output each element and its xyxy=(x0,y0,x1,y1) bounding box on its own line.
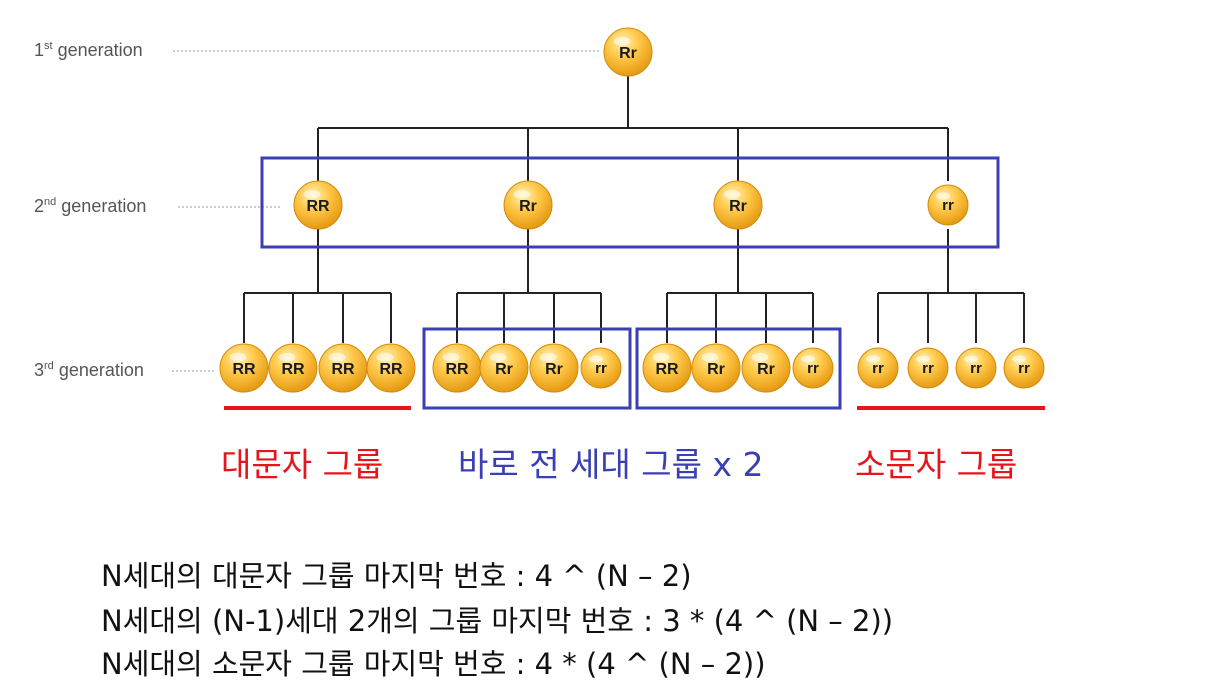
genotype-label: Rr xyxy=(519,198,537,215)
previous-group-box-2 xyxy=(635,327,842,410)
third-node-3-1: RR xyxy=(642,343,692,393)
second-generation-box xyxy=(260,156,1000,249)
genotype-label: rr xyxy=(922,360,934,377)
previous-generation-group-caption: 바로 전 세대 그룹 x 2 xyxy=(458,445,764,484)
genotype-label: RR xyxy=(445,361,469,378)
genotype-label: rr xyxy=(595,360,607,377)
genotype-label: rr xyxy=(1018,360,1030,377)
third-node-4-2: rr xyxy=(907,347,949,389)
ball-highlight xyxy=(801,355,815,363)
genotype-label: Rr xyxy=(545,361,563,378)
ball-highlight xyxy=(489,352,507,362)
ball-highlight xyxy=(1012,355,1026,363)
ball-highlight xyxy=(539,352,557,362)
third-node-4-3: rr xyxy=(955,347,997,389)
third-node-2-3: Rr xyxy=(529,343,579,393)
genotype-label: RR xyxy=(306,198,330,215)
genotype-label: rr xyxy=(807,360,819,377)
ball-highlight xyxy=(229,352,247,362)
second-node-1: RR xyxy=(293,180,343,230)
third-node-2-1: RR xyxy=(432,343,482,393)
ball-highlight xyxy=(589,355,603,363)
ball-highlight xyxy=(701,352,719,362)
uppercase-group-caption: 대문자 그룹 xyxy=(221,445,384,484)
genotype-label: rr xyxy=(872,360,884,377)
ball-highlight xyxy=(936,192,950,200)
third-node-1-1: RR xyxy=(219,343,269,393)
second-node-3: Rr xyxy=(713,180,763,230)
ball-highlight xyxy=(442,352,460,362)
third-node-1-2: RR xyxy=(268,343,318,393)
ball-highlight xyxy=(866,355,880,363)
formula-uppercase: N세대의 대문자 그룹 마지막 번호 : 4 ^ (N – 2) xyxy=(101,559,692,593)
third-node-3-2: Rr xyxy=(691,343,741,393)
lowercase-group-caption: 소문자 그룹 xyxy=(855,445,1018,484)
generation-label-3: 3rd generation xyxy=(34,360,144,380)
ball-highlight xyxy=(723,189,741,199)
generation-label-2: 2nd generation xyxy=(34,196,147,216)
genotype-label: rr xyxy=(970,360,982,377)
ball-highlight xyxy=(513,189,531,199)
genotype-label: Rr xyxy=(729,198,747,215)
formula-previous: N세대의 (N-1)세대 2개의 그룹 마지막 번호 : 3 * (4 ^ (N… xyxy=(101,604,894,638)
ball-highlight xyxy=(278,352,296,362)
ball-highlight xyxy=(964,355,978,363)
root-node: Rr xyxy=(603,27,653,77)
genotype-label: RR xyxy=(281,361,305,378)
genotype-label: rr xyxy=(942,197,954,214)
ball-highlight xyxy=(751,352,769,362)
genotype-label: Rr xyxy=(757,361,775,378)
generation-label-1: 1st generation xyxy=(34,40,143,60)
ball-highlight xyxy=(303,189,321,199)
ball-highlight xyxy=(652,352,670,362)
second-node-4: rr xyxy=(927,184,969,226)
tree-connectors xyxy=(172,50,1025,372)
third-node-3-3: Rr xyxy=(741,343,791,393)
genotype-label: RR xyxy=(232,361,256,378)
genotype-label: RR xyxy=(655,361,679,378)
genotype-label: Rr xyxy=(707,361,725,378)
ball-highlight xyxy=(916,355,930,363)
previous-group-box-1 xyxy=(422,327,632,410)
second-node-2: Rr xyxy=(503,180,553,230)
third-node-2-2: Rr xyxy=(479,343,529,393)
third-node-4-4: rr xyxy=(1003,347,1045,389)
third-node-1-4: RR xyxy=(366,343,416,393)
ball-highlight xyxy=(613,36,631,46)
genotype-label: Rr xyxy=(495,361,513,378)
ball-highlight xyxy=(328,352,346,362)
third-node-3-4: rr xyxy=(792,347,834,389)
genotype-label: RR xyxy=(331,361,355,378)
third-node-4-1: rr xyxy=(857,347,899,389)
third-node-2-4: rr xyxy=(580,347,622,389)
third-node-1-3: RR xyxy=(318,343,368,393)
formula-lowercase: N세대의 소문자 그룹 마지막 번호 : 4 * (4 ^ (N – 2)) xyxy=(101,647,766,681)
genotype-label: Rr xyxy=(619,45,637,62)
ball-highlight xyxy=(376,352,394,362)
group-boxes xyxy=(224,156,1045,410)
genotype-label: RR xyxy=(379,361,403,378)
